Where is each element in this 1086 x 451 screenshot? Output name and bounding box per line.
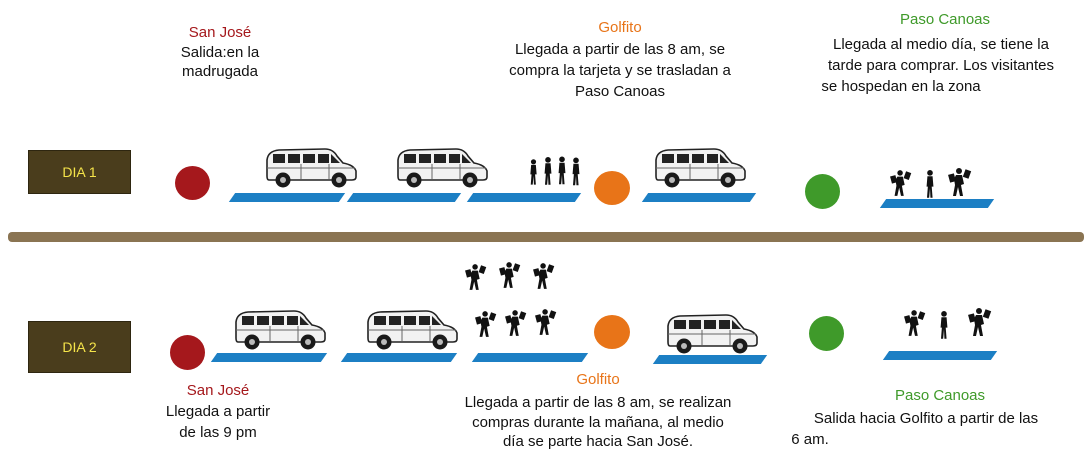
shoppers-carrying-bags-icon: [890, 166, 974, 202]
day2-golfito-line1: Llegada a partir de las 8 am, se realiza…: [464, 394, 732, 411]
day2-golfito-marker: [594, 315, 630, 349]
road-segment: [652, 355, 768, 364]
day2-paso-canoas-title: Paso Canoas: [894, 387, 986, 404]
van-icon: [360, 308, 460, 350]
road-segment: [340, 353, 458, 362]
road-segment: [471, 353, 589, 362]
day2-golfito-line3: día se parte hacia San José.: [502, 433, 694, 450]
day1-paso-canoas-line2: tarde para comprar. Los visitantes: [828, 57, 1054, 74]
day1-san-jose-marker: [175, 166, 210, 200]
day2-golfito-title: Golfito: [576, 371, 620, 388]
shoppers-carrying-bags-icon: [904, 306, 996, 342]
day2-san-jose-line1: Llegada a partir: [165, 403, 271, 420]
day1-paso-canoas-line1: Llegada al medio día, se tiene la: [833, 36, 1049, 53]
road-segment: [641, 193, 757, 202]
road-segment: [882, 351, 998, 360]
day1-label-box: DIA 1: [28, 150, 131, 194]
day-divider: [8, 232, 1084, 242]
day1-paso-canoas-title: Paso Canoas: [899, 11, 991, 28]
day1-san-jose-title: San José: [188, 24, 252, 41]
day2-label-box: DIA 2: [28, 321, 131, 373]
van-icon: [228, 308, 328, 350]
day1-paso-canoas-line3: se hospedan en la zona: [821, 78, 981, 95]
day2-golfito-line2: compras durante la mañana, al medio: [472, 414, 724, 431]
day1-san-jose-line2: madrugada: [182, 63, 258, 80]
day2-paso-canoas-marker: [809, 316, 844, 351]
road-segment: [210, 353, 328, 362]
day2-paso-canoas-line1: Salida hacia Golfito a partir de las: [813, 410, 1039, 427]
day2-san-jose-title: San José: [186, 382, 250, 399]
van-icon: [390, 146, 490, 188]
day1-golfito-line3: Paso Canoas: [574, 83, 666, 100]
road-segment: [466, 193, 582, 202]
road-segment: [228, 193, 346, 202]
day1-golfito-marker: [594, 171, 630, 205]
walking-people-icon: [528, 153, 586, 189]
day1-golfito-line2: compra la tarjeta y se trasladan a: [509, 62, 731, 79]
van-icon: [259, 146, 359, 188]
day1-golfito-line1: Llegada a partir de las 8 am, se: [514, 41, 726, 58]
road-segment: [346, 193, 462, 202]
shoppers-carrying-bags-icon: [475, 307, 570, 343]
day1-paso-canoas-marker: [805, 174, 840, 209]
day1-golfito-title: Golfito: [598, 19, 642, 36]
van-icon: [648, 146, 748, 188]
van-icon: [660, 312, 760, 354]
day2-san-jose-line2: de las 9 pm: [179, 424, 257, 441]
shoppers-carrying-bags-icon: [465, 260, 560, 296]
day1-san-jose-line1: Salida:en la: [180, 44, 260, 61]
road-segment: [879, 199, 995, 208]
day2-san-jose-marker: [170, 335, 205, 370]
day2-paso-canoas-line2: 6 am.: [791, 431, 829, 448]
